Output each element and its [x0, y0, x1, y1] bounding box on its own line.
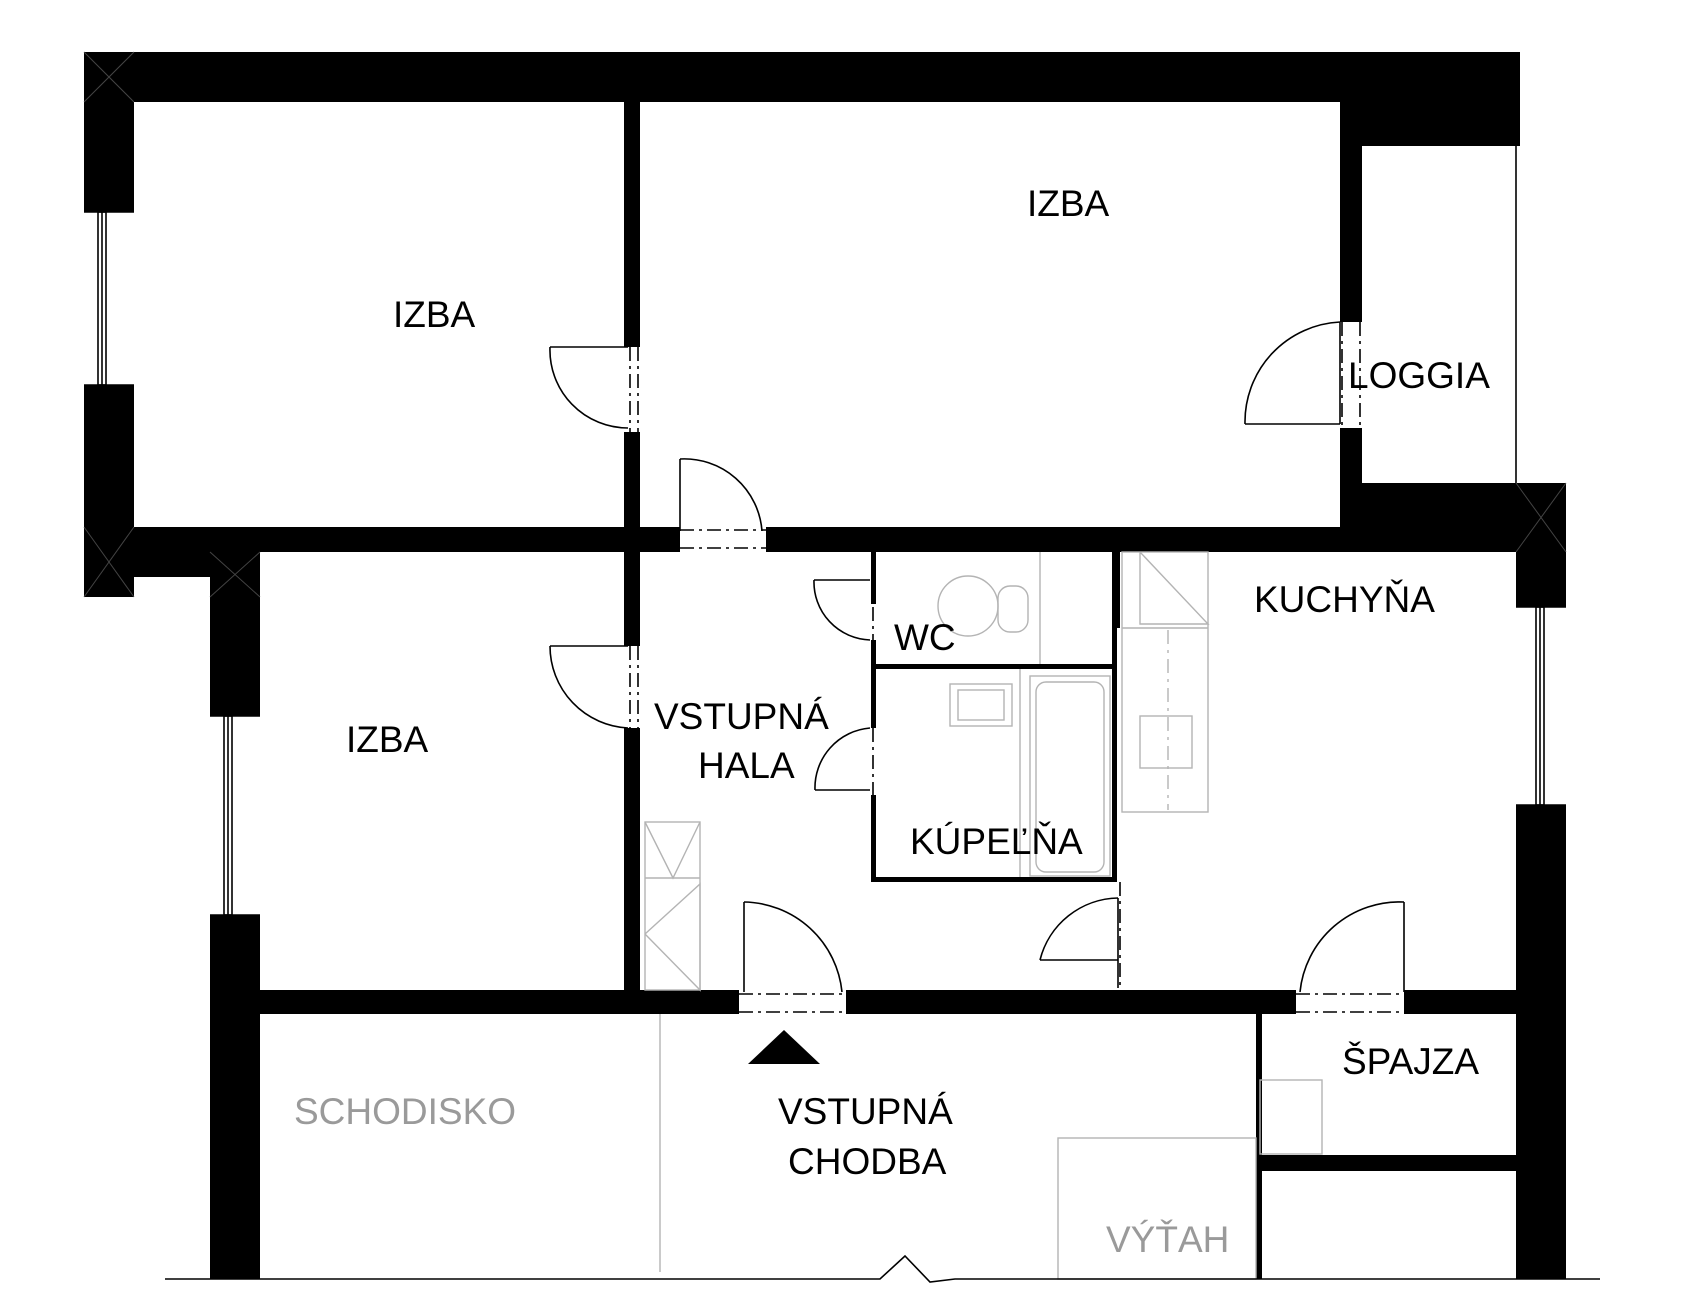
door-entrance: [739, 901, 846, 1013]
doors: [549, 321, 1405, 1064]
label-vytah: VÝŤAH: [1106, 1219, 1229, 1260]
door-kupelna: [814, 727, 874, 795]
window-kitchen-right: [1516, 606, 1566, 806]
door-kuchyna: [1039, 882, 1121, 990]
label-wc: WC: [894, 617, 956, 658]
entrance-marker: [748, 1030, 820, 1064]
label-vstupna-chodba-1: VSTUPNÁ: [778, 1091, 953, 1132]
bathtub: [1019, 669, 1111, 877]
door-wc: [813, 579, 874, 641]
door-izba-top: [549, 346, 639, 432]
door-spajza: [1296, 901, 1405, 1013]
toilet: [937, 552, 1041, 664]
room-labels: IZBA IZBA IZBA LOGGIA WC VSTUPNÁ HALA KÚ…: [294, 183, 1490, 1260]
door-izba-bottom: [549, 645, 639, 729]
label-loggia: LOGGIA: [1348, 355, 1490, 396]
structural-walls: [84, 52, 1566, 1279]
door-izba-middle: [679, 458, 766, 549]
label-izba-top-left: IZBA: [393, 294, 476, 335]
label-spajza: ŠPAJZA: [1342, 1041, 1479, 1082]
label-vstupna-chodba-2: CHODBA: [788, 1141, 947, 1182]
section-line: [165, 1254, 1600, 1283]
label-vstupna-hala-2: HALA: [698, 745, 795, 786]
bath-sink: [949, 683, 1013, 727]
windows: [84, 146, 1566, 916]
label-izba-top-middle: IZBA: [1027, 183, 1110, 224]
label-vstupna-hala-1: VSTUPNÁ: [654, 696, 829, 737]
label-izba-bottom-left: IZBA: [346, 719, 429, 760]
partition-walls: [871, 552, 1120, 882]
fixtures: [165, 551, 1600, 1283]
label-schodisko: SCHODISKO: [294, 1091, 516, 1132]
door-loggia: [1244, 321, 1361, 428]
window-left-bottom: [210, 715, 260, 916]
label-kuchyna: KUCHYŇA: [1254, 579, 1435, 620]
corner-marks: [83, 51, 1567, 598]
window-left-top: [84, 211, 134, 386]
label-kupelna: KÚPEĽŇA: [910, 821, 1083, 862]
wardrobe: [644, 821, 701, 992]
kitchen-counter: [1121, 551, 1210, 813]
spajza-shelf: [1259, 1079, 1323, 1155]
